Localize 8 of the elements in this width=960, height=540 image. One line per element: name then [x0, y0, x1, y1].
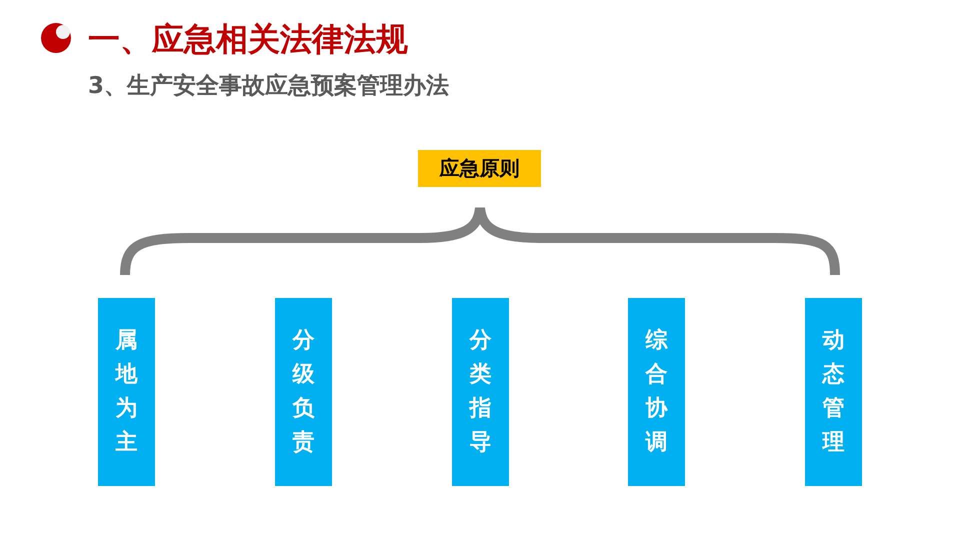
principle-bar: 综合协调 [628, 298, 685, 486]
principle-bar: 属地为主 [98, 298, 155, 486]
principle-heading: 应急原则 [418, 150, 541, 187]
principle-bar: 动态管理 [805, 298, 862, 486]
subtitle: 3、生产安全事故应急预案管理办法 [88, 72, 450, 101]
principle-bar: 分类指导 [452, 298, 509, 486]
slide-title: 一、应急相关法律法规 [88, 19, 408, 60]
principle-bar: 分级负责 [275, 298, 332, 486]
